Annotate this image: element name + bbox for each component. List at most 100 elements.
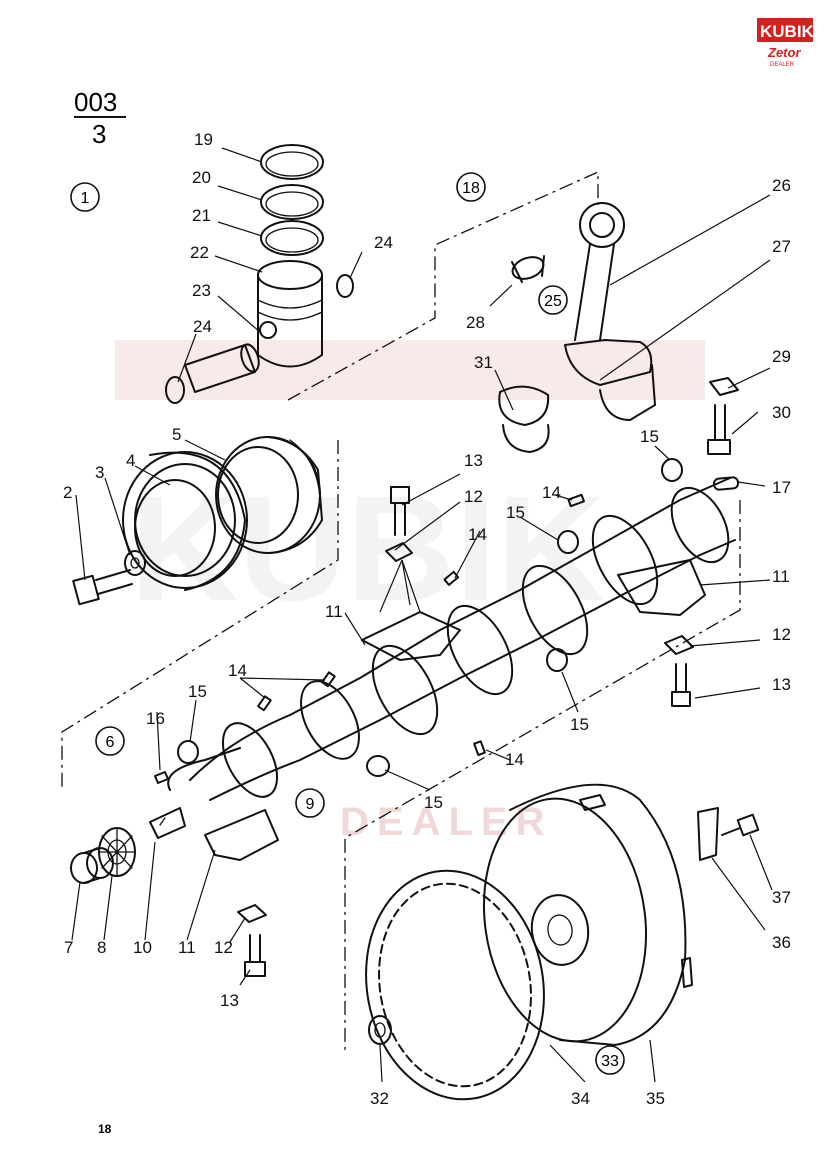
piston-pin-23 [184,343,260,393]
bolt-2 [72,569,133,606]
piston-22 [257,260,323,368]
callout-14-a: 14 [542,483,561,502]
callout-labels: 19 20 21 22 23 24 24 26 27 28 29 30 31 5… [63,130,791,1108]
callout-10: 10 [133,938,152,957]
pulley-4 [122,451,248,591]
callout-12-top: 12 [464,487,483,506]
assembly-6: 6 [106,734,115,751]
plug-15-bottom [366,755,390,777]
callout-31: 31 [474,353,493,372]
plate-36 [697,807,719,861]
callout-5: 5 [172,425,181,444]
callout-28: 28 [466,313,485,332]
callout-22: 22 [190,243,209,262]
callout-15-e: 15 [424,793,443,812]
piston-ring-20 [260,184,324,220]
assembly-18: 18 [462,180,480,197]
callout-4: 4 [126,451,135,470]
bolt-13-bottom [244,934,266,977]
bolt-13-top [390,486,410,536]
callout-24-right: 24 [374,233,393,252]
small-parts [70,458,740,977]
page-number: 18 [98,1122,112,1136]
crankshaft [149,477,736,861]
piston-ring-19 [260,144,324,180]
rod-cap-27 [599,364,656,421]
dowel-14 [257,493,585,757]
flywheel-assembly [365,783,760,1101]
bolt-37 [721,813,760,837]
callout-11-bottom: 11 [178,938,196,957]
lock-plate-12-right [664,635,694,655]
ring-7 [70,847,114,884]
callout-32: 32 [370,1089,389,1108]
assembly-25: 25 [544,293,562,310]
plug-15-mid [546,648,568,672]
bolt-13-right [671,663,691,707]
callout-24-left: 24 [193,317,212,336]
damper-5 [215,436,323,554]
assembly-markers: 1 18 25 6 9 33 [70,172,625,1075]
callout-15-b: 15 [506,503,525,522]
assembly-1: 1 [81,190,90,207]
ring-gear-34 [365,869,545,1101]
callout-8: 8 [97,938,106,957]
washer-3 [124,550,146,576]
logo-dealer: DEALER [770,62,795,68]
callout-34: 34 [571,1089,590,1108]
section-header: 003 3 [74,87,126,149]
leader-lines [71,147,773,1083]
gear-8 [98,827,136,877]
bearing-32 [368,1015,392,1045]
kubik-logo: KUBIK Zetor DEALER [757,18,815,68]
callout-13-right: 13 [772,675,791,694]
callout-23: 23 [192,281,211,300]
callout-17: 17 [772,478,791,497]
circlip-24-left [165,376,185,404]
callout-29: 29 [772,347,791,366]
callout-12-right: 12 [772,625,791,644]
callout-11-mid: 11 [325,602,343,621]
assembly-33: 33 [601,1053,619,1070]
callout-26: 26 [772,176,791,195]
small-end-bush-28 [511,255,545,283]
logo-text: KUBIK [760,22,815,41]
plug-15-front [177,740,199,764]
lock-plate-12-top [385,542,413,562]
callout-16: 16 [146,709,165,728]
pulley-assembly [72,436,323,606]
callout-15-c: 15 [188,682,207,701]
callout-15-a: 15 [640,427,659,446]
callout-3: 3 [95,463,104,482]
callout-15-d: 15 [570,715,589,734]
assembly-9: 9 [306,796,315,813]
callout-13-bottom: 13 [220,991,239,1010]
callout-14-b: 14 [468,525,487,544]
sheet-number: 3 [92,119,106,149]
callout-19: 19 [194,130,213,149]
key-16 [154,771,169,784]
logo-subtext: Zetor [767,45,801,60]
piston-ring-21 [260,220,324,256]
connecting-rod-assembly [498,202,739,455]
callout-2: 2 [63,483,72,502]
callout-12-bottom: 12 [214,938,233,957]
lock-plate-12-bottom [237,904,267,923]
callout-14-d: 14 [505,750,524,769]
callout-14-c: 14 [228,661,247,680]
piston-assembly [165,144,354,404]
rod-bolt-30 [707,377,739,455]
callout-7: 7 [64,938,73,957]
plug-15-top [661,458,683,482]
callout-20: 20 [192,168,211,187]
callout-13-top: 13 [464,451,483,470]
group-frames [61,170,741,1050]
callout-27: 27 [772,237,791,256]
watermark-text: KUBIK [130,464,605,632]
flywheel-35 [482,783,693,1046]
callout-37: 37 [772,888,791,907]
section-number: 003 [74,87,117,117]
callout-35: 35 [646,1089,665,1108]
